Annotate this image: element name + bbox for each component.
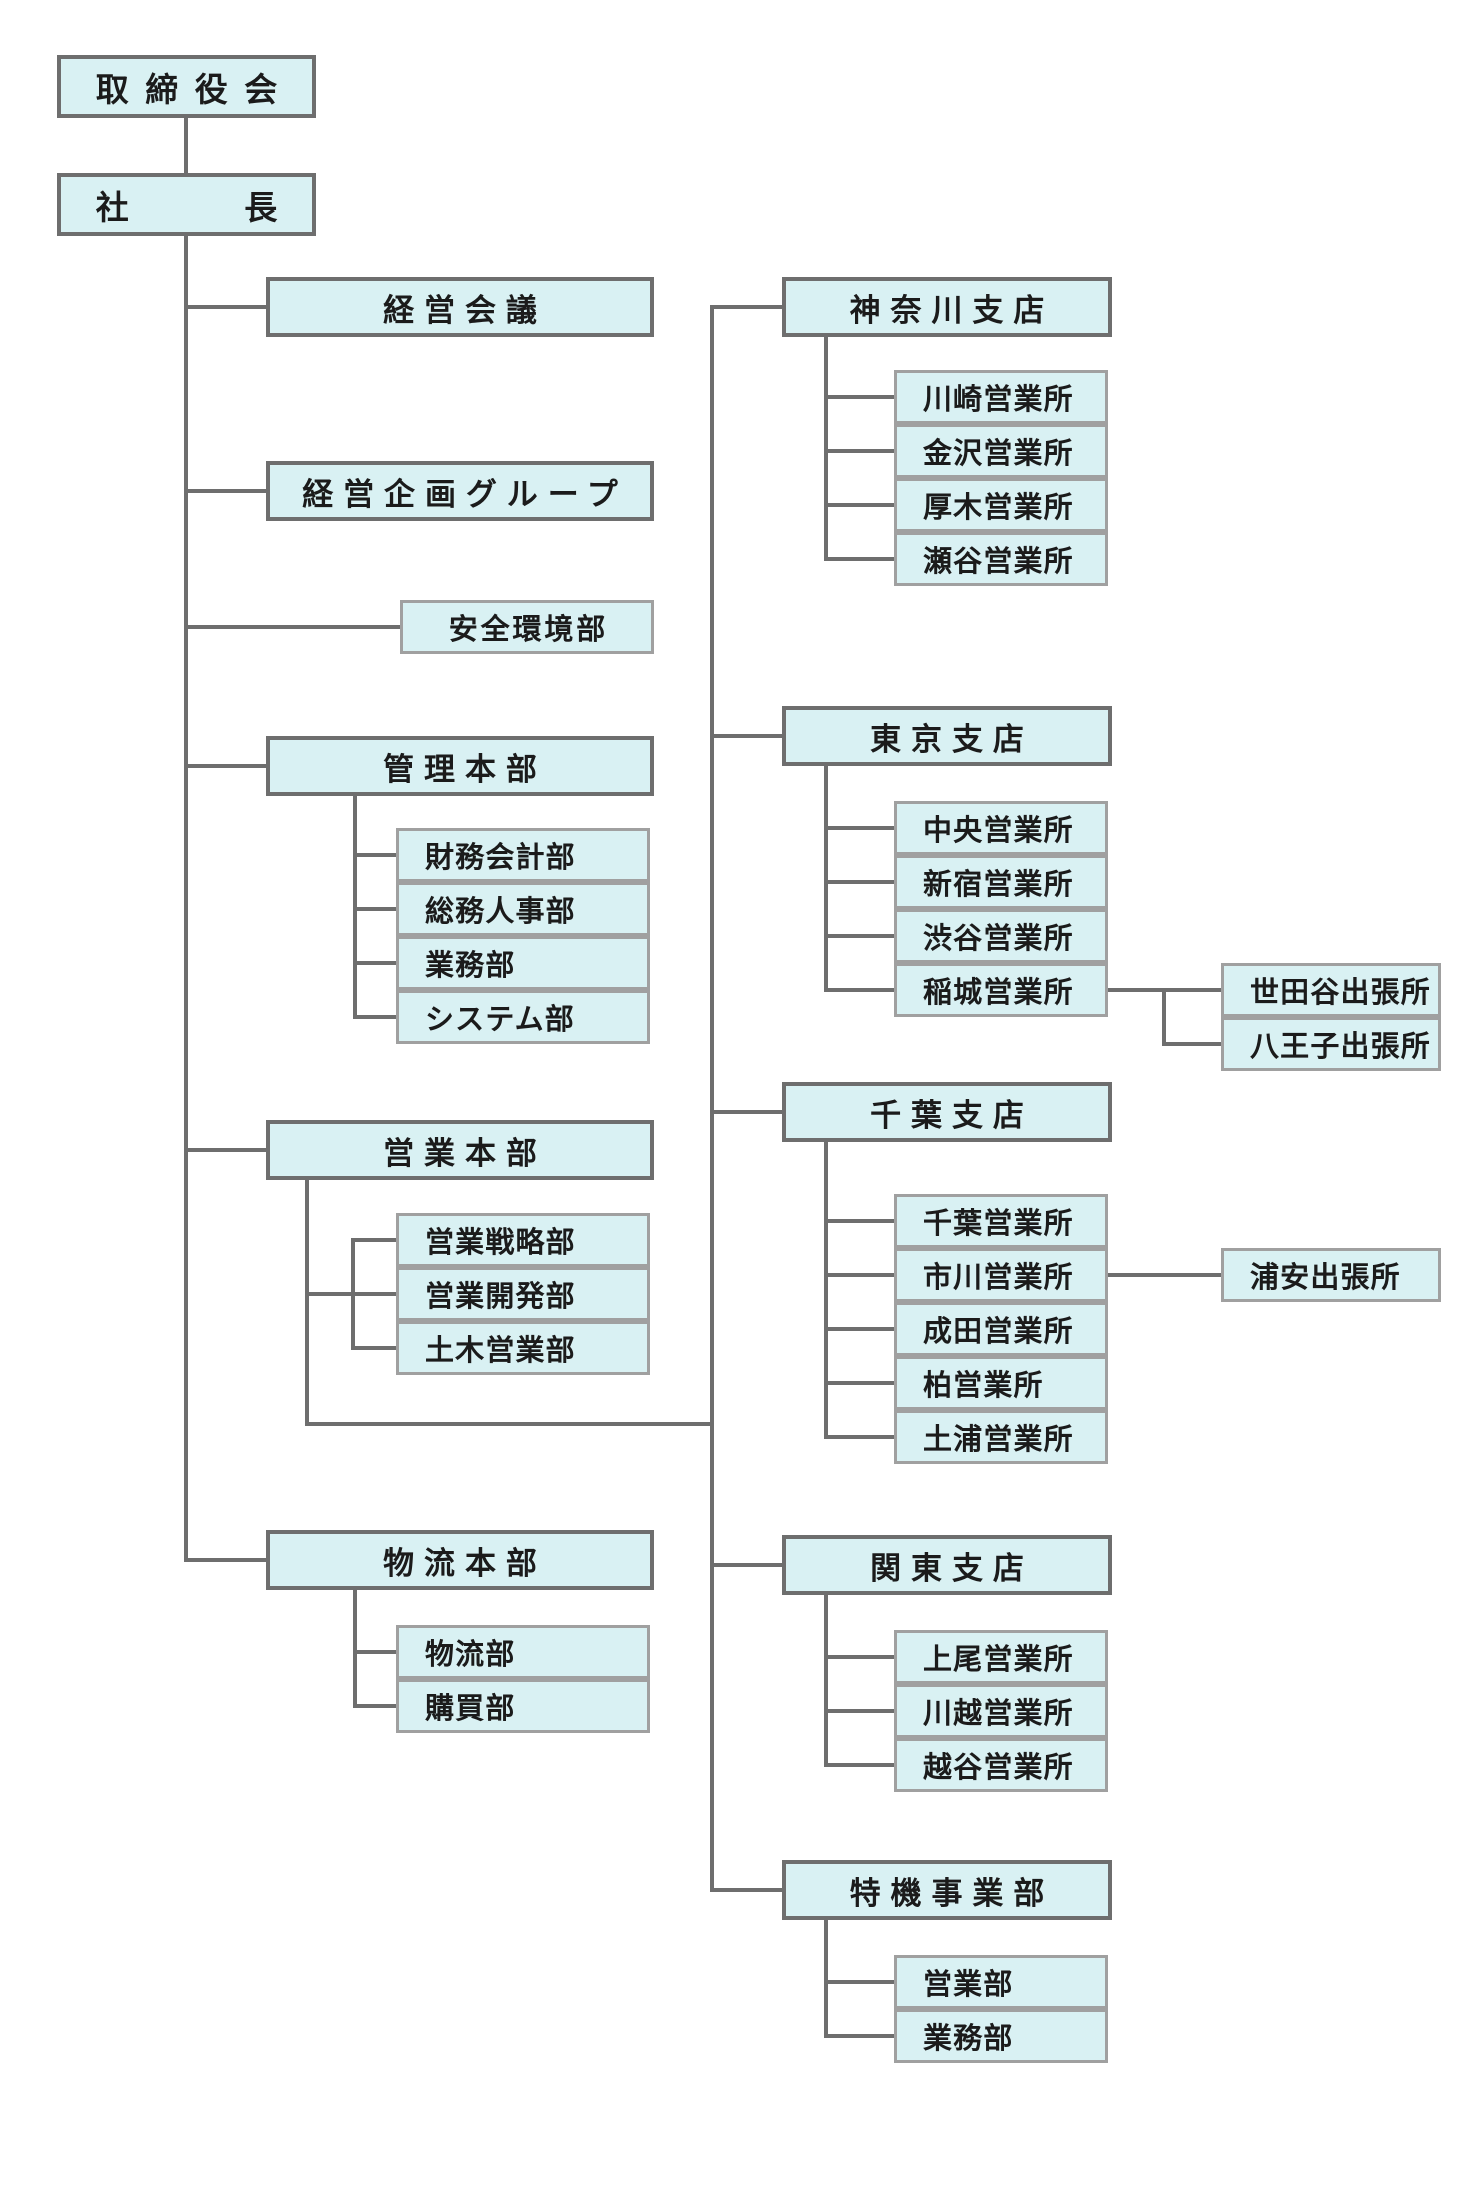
seya-office-label: 瀬谷営業所 bbox=[923, 546, 1074, 578]
special-equipment-division-label: 特機事業部 bbox=[849, 1875, 1055, 1911]
kanagawa-branch-label: 神奈川支店 bbox=[849, 292, 1055, 328]
shibuya-office-label: 渋谷営業所 bbox=[923, 923, 1074, 955]
shibuya-office-box: 渋谷営業所 bbox=[894, 909, 1108, 963]
systems-dept-label: システム部 bbox=[425, 1004, 575, 1036]
civil-engineering-sales-dept-label: 土木営業部 bbox=[425, 1335, 576, 1367]
chuo-office-label: 中央営業所 bbox=[923, 815, 1074, 847]
tokyo-branch-box: 東京支店 bbox=[782, 706, 1112, 766]
kashiwa-office-box: 柏営業所 bbox=[894, 1356, 1108, 1410]
inagi-office-label: 稲城営業所 bbox=[923, 977, 1074, 1009]
tokki-operations-dept-label: 業務部 bbox=[923, 2023, 1014, 2055]
sales-hq-label: 営業本部 bbox=[383, 1135, 547, 1171]
tsuchiura-office-box: 土浦営業所 bbox=[894, 1410, 1108, 1464]
ichikawa-office-label: 市川営業所 bbox=[923, 1262, 1074, 1294]
corporate-planning-group-box: 経営企画グループ bbox=[266, 461, 654, 521]
kawasaki-office-label: 川崎営業所 bbox=[923, 384, 1074, 416]
koshigaya-office-box: 越谷営業所 bbox=[894, 1738, 1108, 1792]
president-box: 社 長 bbox=[57, 173, 316, 236]
kanto-branch-box: 関東支店 bbox=[782, 1535, 1112, 1595]
chiba-office-label: 千葉営業所 bbox=[923, 1208, 1074, 1240]
urayasu-suboffice-label: 浦安出張所 bbox=[1250, 1262, 1401, 1294]
safety-environment-dept-box: 安全環境部 bbox=[400, 600, 654, 654]
corporate-planning-group-label: 経営企画グループ bbox=[302, 476, 628, 512]
logistics-hq-label: 物流本部 bbox=[383, 1545, 547, 1581]
narita-office-label: 成田営業所 bbox=[923, 1316, 1074, 1348]
tokki-operations-dept-box: 業務部 bbox=[894, 2009, 1108, 2063]
special-equipment-division-box: 特機事業部 bbox=[782, 1860, 1112, 1920]
sales-development-dept-box: 営業開発部 bbox=[396, 1267, 650, 1321]
urayasu-suboffice-box: 浦安出張所 bbox=[1221, 1248, 1441, 1302]
hachioji-suboffice-label: 八王子出張所 bbox=[1250, 1031, 1431, 1063]
administration-hq-box: 管理本部 bbox=[266, 736, 654, 796]
setagaya-suboffice-box: 世田谷出張所 bbox=[1221, 963, 1441, 1017]
logistics-dept-box: 物流部 bbox=[396, 1625, 650, 1679]
kawagoe-office-label: 川越営業所 bbox=[923, 1698, 1074, 1730]
hachioji-suboffice-box: 八王子出張所 bbox=[1221, 1017, 1441, 1071]
inagi-office-box: 稲城営業所 bbox=[894, 963, 1108, 1017]
board-of-directors-box: 取締役会 bbox=[57, 55, 316, 118]
purchasing-dept-label: 購買部 bbox=[425, 1693, 516, 1725]
administration-hq-label: 管理本部 bbox=[383, 751, 547, 787]
finance-accounting-dept-label: 財務会計部 bbox=[425, 842, 576, 874]
ageo-office-box: 上尾営業所 bbox=[894, 1630, 1108, 1684]
sales-hq-box: 営業本部 bbox=[266, 1120, 654, 1180]
tsuchiura-office-label: 土浦営業所 bbox=[923, 1424, 1074, 1456]
chuo-office-box: 中央営業所 bbox=[894, 801, 1108, 855]
setagaya-suboffice-label: 世田谷出張所 bbox=[1250, 977, 1431, 1009]
logistics-dept-label: 物流部 bbox=[425, 1639, 516, 1671]
atsugi-office-box: 厚木営業所 bbox=[894, 478, 1108, 532]
sales-strategy-dept-label: 営業戦略部 bbox=[425, 1227, 576, 1259]
atsugi-office-label: 厚木営業所 bbox=[923, 492, 1074, 524]
tokki-sales-dept-box: 営業部 bbox=[894, 1955, 1108, 2009]
kanagawa-branch-box: 神奈川支店 bbox=[782, 277, 1112, 337]
operations-dept-label: 業務部 bbox=[425, 950, 516, 982]
chiba-office-box: 千葉営業所 bbox=[894, 1194, 1108, 1248]
narita-office-box: 成田営業所 bbox=[894, 1302, 1108, 1356]
logistics-hq-box: 物流本部 bbox=[266, 1530, 654, 1590]
kanto-branch-label: 関東支店 bbox=[870, 1550, 1034, 1586]
management-council-box: 経営会議 bbox=[266, 277, 654, 337]
chiba-branch-box: 千葉支店 bbox=[782, 1082, 1112, 1142]
shinjuku-office-label: 新宿営業所 bbox=[923, 869, 1074, 901]
general-affairs-hr-dept-box: 総務人事部 bbox=[396, 882, 650, 936]
safety-environment-dept-label: 安全環境部 bbox=[448, 614, 609, 646]
tokyo-branch-label: 東京支店 bbox=[870, 721, 1034, 757]
purchasing-dept-box: 購買部 bbox=[396, 1679, 650, 1733]
chiba-branch-label: 千葉支店 bbox=[870, 1097, 1034, 1133]
operations-dept-box: 業務部 bbox=[396, 936, 650, 990]
finance-accounting-dept-box: 財務会計部 bbox=[396, 828, 650, 882]
sales-strategy-dept-box: 営業戦略部 bbox=[396, 1213, 650, 1267]
shinjuku-office-box: 新宿営業所 bbox=[894, 855, 1108, 909]
tokki-sales-dept-label: 営業部 bbox=[923, 1969, 1014, 2001]
seya-office-box: 瀬谷営業所 bbox=[894, 532, 1108, 586]
civil-engineering-sales-dept-box: 土木営業部 bbox=[396, 1321, 650, 1375]
board-of-directors-label: 取締役会 bbox=[95, 70, 294, 108]
kanazawa-office-label: 金沢営業所 bbox=[923, 438, 1074, 470]
general-affairs-hr-dept-label: 総務人事部 bbox=[425, 896, 576, 928]
systems-dept-box: システム部 bbox=[396, 990, 650, 1044]
kanazawa-office-box: 金沢営業所 bbox=[894, 424, 1108, 478]
kawagoe-office-box: 川越営業所 bbox=[894, 1684, 1108, 1738]
ichikawa-office-box: 市川営業所 bbox=[894, 1248, 1108, 1302]
kawasaki-office-box: 川崎営業所 bbox=[894, 370, 1108, 424]
koshigaya-office-label: 越谷営業所 bbox=[923, 1752, 1074, 1784]
ageo-office-label: 上尾営業所 bbox=[923, 1644, 1074, 1676]
management-council-label: 経営会議 bbox=[383, 292, 547, 328]
president-label: 社 長 bbox=[95, 188, 294, 226]
sales-development-dept-label: 営業開発部 bbox=[425, 1281, 576, 1313]
kashiwa-office-label: 柏営業所 bbox=[923, 1370, 1044, 1402]
